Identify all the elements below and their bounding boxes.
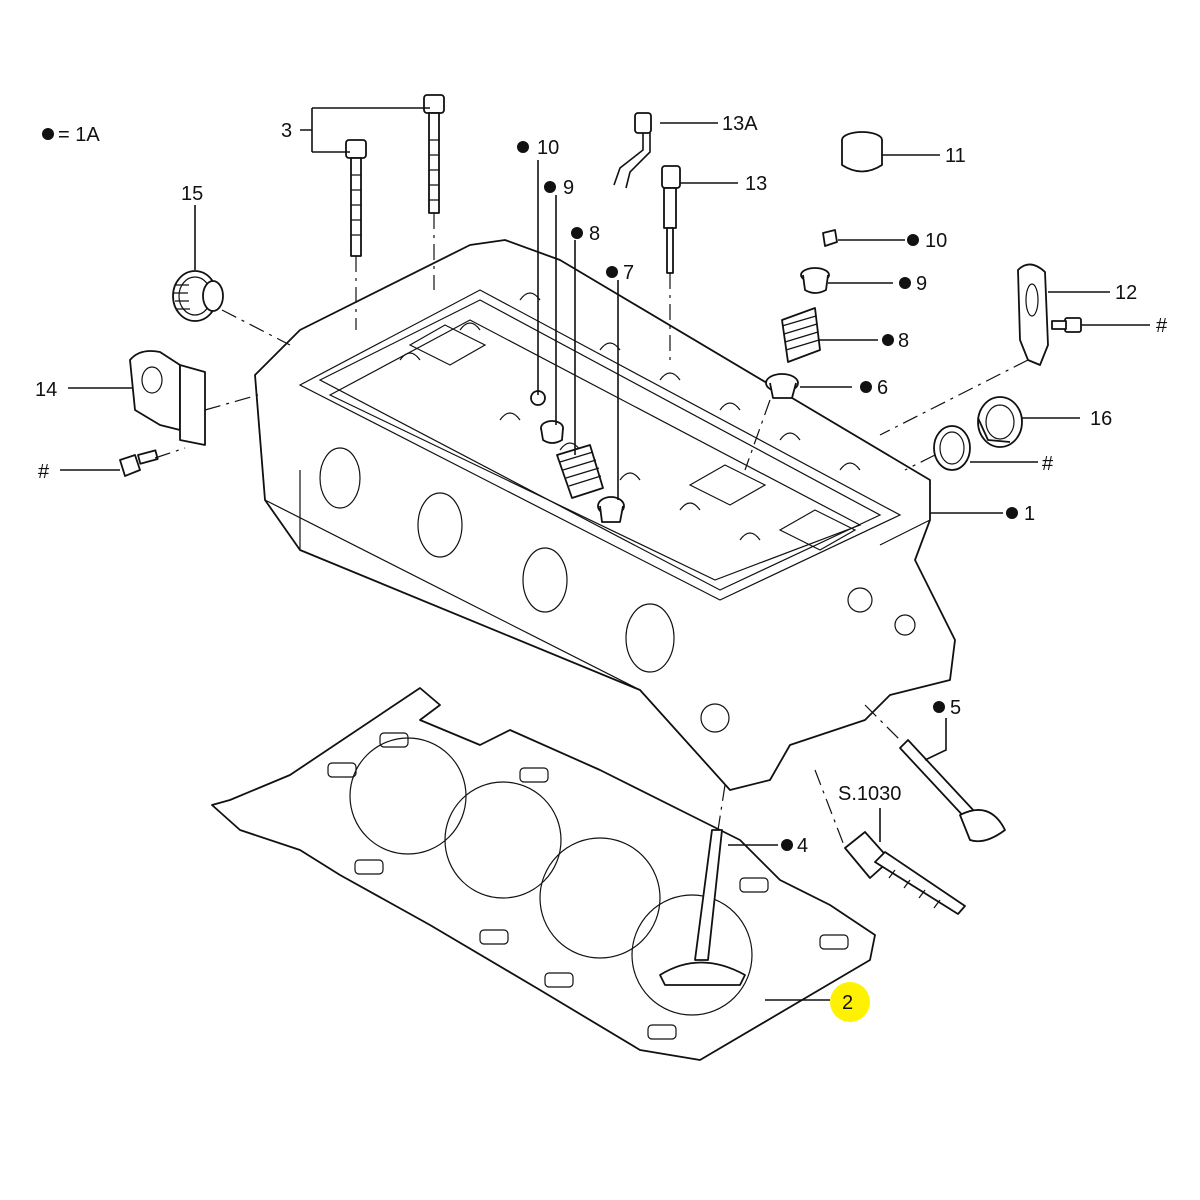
plug-16 [904, 396, 1080, 471]
label-10-right: 10 [925, 230, 947, 252]
label-7: 7 [623, 262, 634, 284]
bullet-icon [606, 266, 618, 278]
highlight-marker [830, 982, 870, 1022]
sensor-13 [661, 165, 681, 360]
label-3: 3 [281, 120, 292, 142]
valve-5 [864, 704, 1006, 843]
label-hash-right: # [1156, 315, 1168, 337]
head-bolts [300, 94, 445, 330]
legend: = 1A [42, 124, 100, 146]
tappet-11 [841, 131, 883, 173]
label-hash-16: # [1042, 453, 1054, 475]
bullet-icon [860, 381, 872, 393]
label-2: 2 [842, 992, 853, 1014]
label-13a: 13A [722, 113, 758, 135]
label-6: 6 [877, 377, 888, 399]
bullet-icon [571, 227, 583, 239]
label-15: 15 [181, 183, 203, 205]
leader-lines [660, 122, 1003, 1001]
bullet-icon [1006, 507, 1018, 519]
bolt-right [1051, 317, 1150, 333]
label-8-right: 8 [898, 330, 909, 352]
label-14: 14 [35, 379, 57, 401]
plug-15 [172, 205, 291, 346]
label-10-center: 10 [537, 137, 559, 159]
bullet-icon [781, 839, 793, 851]
label-4: 4 [797, 835, 808, 857]
bullet-icon [933, 701, 945, 713]
bullet-markers [517, 141, 1018, 851]
valve-stack-center [530, 160, 625, 523]
label-12: 12 [1115, 282, 1137, 304]
bullet-icon [517, 141, 529, 153]
label-9-center: 9 [563, 177, 574, 199]
legend-bullet-icon [42, 128, 54, 140]
label-11: 11 [945, 145, 966, 167]
label-13: 13 [745, 173, 767, 195]
callout-labels: 3 15 14 # 10 9 8 7 13A 13 11 10 9 8 6 12… [35, 113, 1168, 1014]
legend-note: = 1A [58, 124, 100, 146]
sensor-s1030 [814, 769, 966, 915]
bullet-icon [544, 181, 556, 193]
label-16: 16 [1090, 408, 1112, 430]
valve-4 [659, 784, 746, 986]
label-1: 1 [1024, 503, 1035, 525]
bolt-left [60, 447, 186, 477]
sensor-13a [613, 112, 652, 189]
label-hash-left: # [38, 461, 50, 483]
label-9-right: 9 [916, 273, 927, 295]
bullet-icon [907, 234, 919, 246]
label-5: 5 [950, 697, 961, 719]
bracket-14 [68, 350, 259, 446]
bullet-icon [899, 277, 911, 289]
label-s1030: S.1030 [838, 783, 901, 805]
bullet-icon [882, 334, 894, 346]
bracket-12 [879, 263, 1110, 436]
valve-stack-right [744, 229, 838, 471]
label-8-center: 8 [589, 223, 600, 245]
